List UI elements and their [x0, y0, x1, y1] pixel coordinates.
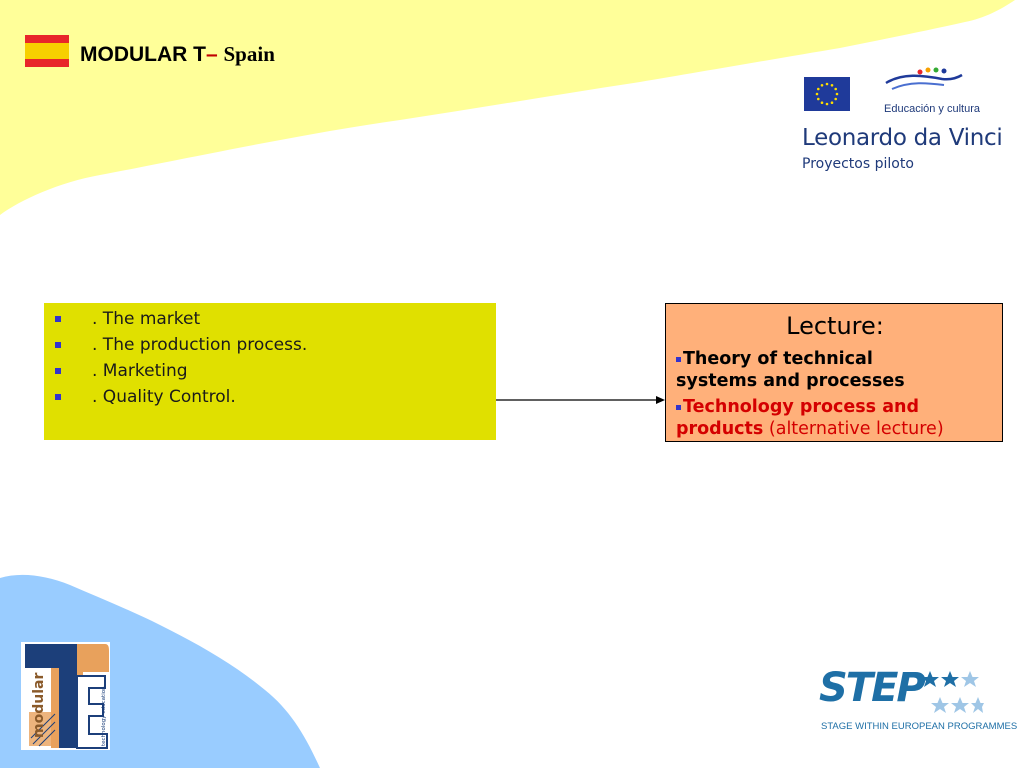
modular-te-logo-icon: modular technology education: [21, 642, 110, 750]
modular-word: modular: [31, 673, 47, 738]
topic-item: . The production process.: [44, 335, 496, 361]
bullet-icon: [55, 342, 61, 348]
education-swoosh-icon: [885, 67, 963, 90]
flag-stripe-bottom: [25, 59, 69, 67]
education-culture-text: Educación y cultura: [884, 103, 980, 115]
title-country: Spain: [223, 42, 275, 66]
step-word: STEP: [819, 665, 926, 711]
spain-flag-icon: [25, 35, 69, 67]
bullet-icon: [676, 357, 681, 362]
page-title: MODULAR T– Spain: [80, 42, 275, 67]
flag-stripe-middle: [25, 43, 69, 59]
step-logo: STEP STAGE WITHIN EUROPEAN PROGRAMMES: [815, 665, 1017, 740]
title-dash: –: [205, 43, 224, 66]
title-main: MODULAR T: [80, 43, 206, 66]
modular-te-logo: modular technology education: [21, 642, 110, 750]
topics-box: . The market . The production process. .…: [44, 303, 496, 440]
yellow-wave: [0, 0, 1015, 215]
lecture-heading: Lecture:: [786, 312, 884, 340]
topic-item: . The market: [44, 309, 496, 335]
bullet-icon: [676, 405, 681, 410]
eu-flag-icon: [804, 77, 850, 111]
bullet-icon: [55, 368, 61, 374]
flag-stripe-top: [25, 35, 69, 43]
lecture-item-theory-line1: Theory of technical: [683, 349, 873, 369]
lecture-item-theory: Theory of technical systems and processe…: [676, 348, 905, 392]
lecture-item-technology: Technology process and products (alterna…: [676, 396, 944, 440]
lecture-item-technology-line1: Technology process and: [683, 397, 919, 417]
bullet-icon: [55, 316, 61, 322]
modular-sub: technology education: [101, 686, 107, 746]
topic-label: . Quality Control.: [92, 387, 236, 407]
topic-item: . Marketing: [44, 361, 496, 387]
lecture-item-theory-line2: systems and processes: [676, 371, 905, 391]
lecture-box: Lecture: Theory of technical systems and…: [665, 303, 1003, 442]
leonardo-text: Leonardo da Vinci: [802, 125, 1003, 151]
arrow-head-icon: [656, 396, 665, 404]
pilot-projects-text: Proyectos piloto: [802, 156, 914, 172]
topics-list: . The market . The production process. .…: [44, 303, 496, 413]
topic-label: . Marketing: [92, 361, 188, 381]
stars-icon: [921, 671, 984, 713]
topic-label: . The production process.: [92, 335, 308, 355]
topic-label: . The market: [92, 309, 201, 329]
bullet-icon: [55, 394, 61, 400]
step-subtitle: STAGE WITHIN EUROPEAN PROGRAMMES: [821, 721, 1018, 732]
topic-item: . Quality Control.: [44, 387, 496, 413]
connector-arrow: [496, 396, 665, 404]
lecture-item-technology-bold: products: [676, 419, 764, 439]
leonardo-da-vinci-logo: Educación y cultura Leonardo da Vinci Pr…: [800, 65, 1010, 180]
lecture-item-technology-suffix: (alternative lecture): [763, 419, 944, 439]
